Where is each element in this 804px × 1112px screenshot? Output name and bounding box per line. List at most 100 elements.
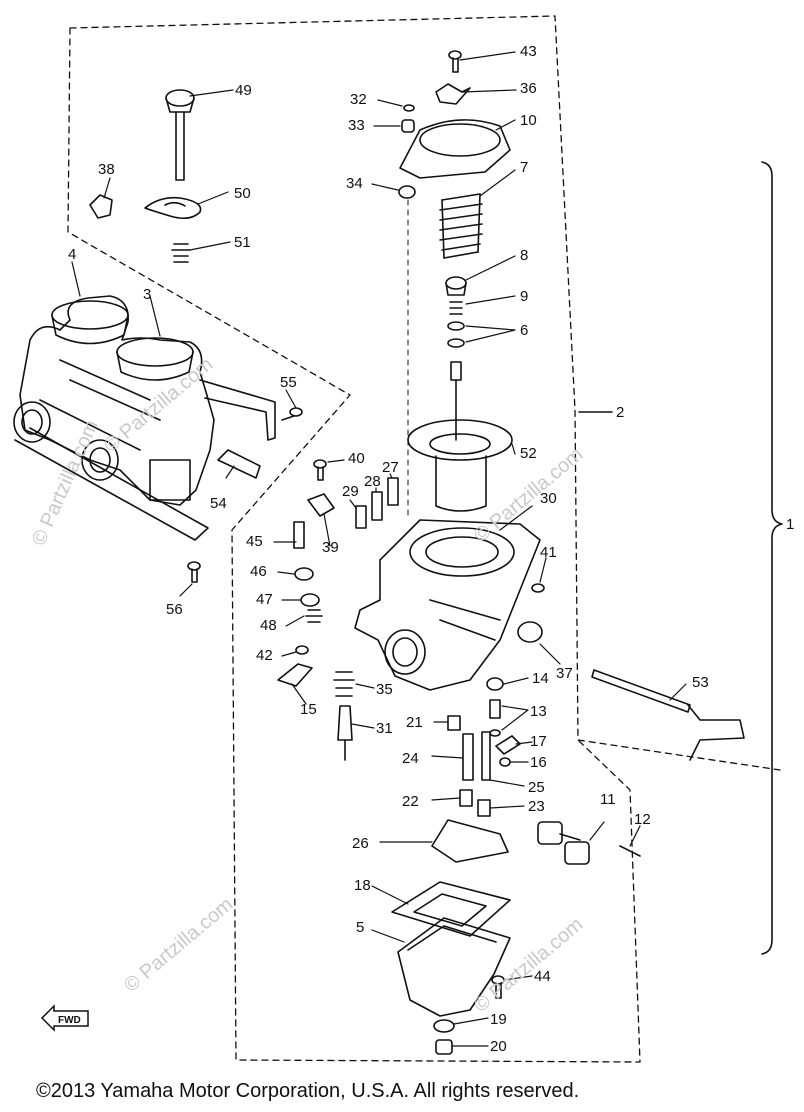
callout-44: 44: [534, 968, 551, 985]
part-39-bracket: [307, 493, 335, 517]
part-56-screw: [187, 561, 201, 583]
part-16-screw: [499, 757, 511, 767]
part-28-jet: [371, 491, 383, 521]
callout-15: 15: [300, 701, 317, 718]
callout-6: 6: [520, 322, 529, 339]
callout-26: 26: [352, 835, 369, 852]
callout-14: 14: [532, 670, 549, 687]
dashed-boundary: [67, 15, 781, 1063]
callout-17: 17: [530, 733, 547, 750]
callout-43: 43: [520, 43, 537, 60]
callout-12: 12: [634, 811, 651, 828]
callout-50: 50: [234, 185, 251, 202]
fwd-label: FWD: [58, 1015, 81, 1026]
part-54-fitting: [217, 449, 261, 479]
part-19-washer: [433, 1019, 455, 1033]
part-22-jet: [459, 789, 473, 807]
callout-13: 13: [530, 703, 547, 720]
callout-40: 40: [348, 450, 365, 467]
part-8-retainer: [445, 276, 467, 296]
callout-34: 34: [346, 175, 363, 192]
callout-55: 55: [280, 374, 297, 391]
part-9-clip: [449, 301, 463, 315]
callout-53: 53: [692, 674, 709, 691]
bracket-1: [761, 161, 783, 955]
part-33-collar: [401, 119, 415, 133]
callout-42: 42: [256, 647, 273, 664]
part-20-plug: [435, 1039, 453, 1055]
part-17-plate: [495, 735, 521, 755]
callout-2: 2: [616, 404, 625, 421]
callout-28: 28: [364, 473, 381, 490]
callout-20: 20: [490, 1038, 507, 1055]
part-needle: [450, 361, 462, 441]
part-35-spring: [333, 671, 355, 697]
callout-18: 18: [354, 877, 371, 894]
callout-41: 41: [540, 544, 557, 561]
part-55-screw: [281, 407, 303, 421]
copyright-notice: ©2013 Yamaha Motor Corporation, U.S.A. A…: [36, 1080, 580, 1102]
part-29-jet: [355, 505, 367, 529]
callout-24: 24: [402, 750, 419, 767]
callout-16: 16: [530, 754, 547, 771]
callout-11: 11: [600, 791, 616, 808]
callout-8: 8: [520, 247, 529, 264]
callout-52: 52: [520, 445, 537, 462]
assembled-carburetor: [13, 295, 276, 541]
callout-27: 27: [382, 459, 399, 476]
part-51-spring: [171, 243, 191, 263]
part-50-clip: [144, 196, 202, 220]
callout-4: 4: [68, 246, 77, 263]
callout-3: 3: [143, 286, 152, 303]
callout-51: 51: [234, 234, 251, 251]
callout-38: 38: [98, 161, 115, 178]
part-10-cover: [399, 119, 511, 179]
part-13-jets: [489, 699, 501, 737]
part-14-jet: [486, 677, 504, 691]
part-11-float: [537, 821, 590, 865]
callout-10: 10: [520, 112, 537, 129]
part-36-bracket: [435, 83, 471, 105]
callout-22: 22: [402, 793, 419, 810]
callout-30: 30: [540, 490, 557, 507]
callout-32: 32: [350, 91, 367, 108]
part-41-screw: [531, 583, 545, 593]
part-21-plug: [447, 715, 461, 731]
callout-36: 36: [520, 80, 537, 97]
part-23-jet: [477, 799, 491, 817]
part-12-pin: [619, 845, 641, 857]
part-31-valve: [337, 705, 353, 761]
callout-29: 29: [342, 483, 359, 500]
part-25-tube: [481, 731, 491, 781]
callout-19: 19: [490, 1011, 507, 1028]
part-26-bracket: [431, 819, 509, 863]
part-27-jet: [387, 477, 399, 506]
callout-47: 47: [256, 591, 273, 608]
part-30-body: [354, 519, 541, 691]
part-49-plunger: [165, 89, 195, 181]
callout-1: 1: [786, 516, 795, 533]
part-52-diaphragm: [407, 419, 513, 512]
fwd-arrow-icon: FWD: [40, 1004, 89, 1032]
part-24-tube: [462, 733, 474, 781]
callout-56: 56: [166, 601, 183, 618]
part-47-washer: [300, 593, 320, 607]
callout-46: 46: [250, 563, 267, 580]
part-48-spring: [305, 609, 323, 623]
part-15-lever: [277, 663, 313, 687]
part-40-screw: [313, 459, 327, 481]
part-5-bowl: [397, 917, 511, 1017]
callout-23: 23: [528, 798, 545, 815]
callout-37: 37: [556, 665, 573, 682]
callout-33: 33: [348, 117, 365, 134]
callout-49: 49: [235, 82, 252, 99]
part-32-washer: [403, 104, 415, 112]
part-53-rod: [591, 669, 745, 761]
callout-35: 35: [376, 681, 393, 698]
callout-7: 7: [520, 159, 529, 176]
callout-31: 31: [376, 720, 393, 737]
callout-39: 39: [322, 539, 339, 556]
part-6-washers: [447, 321, 465, 348]
callout-9: 9: [520, 288, 529, 305]
